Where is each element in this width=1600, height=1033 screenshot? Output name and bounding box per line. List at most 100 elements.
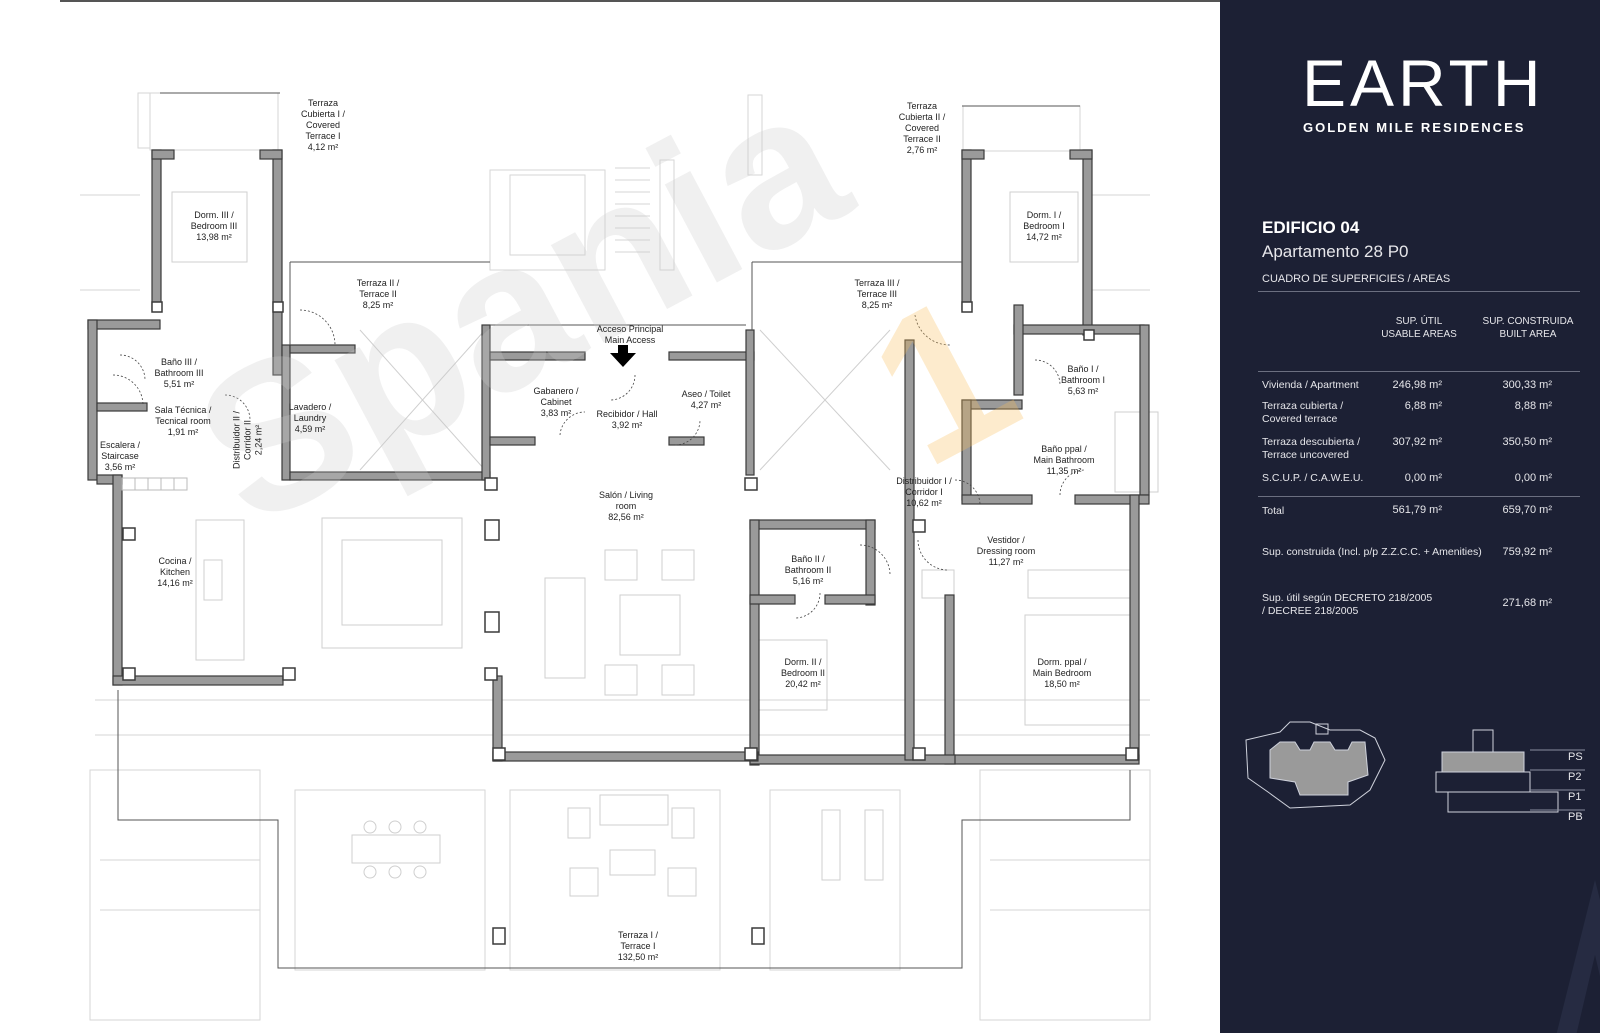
brand-logo: EARTH	[1302, 46, 1545, 120]
extra-area-value: 759,92 m²	[1502, 546, 1552, 558]
room-label-line: Terrace II	[903, 134, 941, 144]
room-label-line: 3,92 m²	[611, 420, 643, 430]
room-label-line: Dorm. I /	[1026, 210, 1062, 220]
structural-walls	[87, 149, 1150, 766]
room-label-line: Corridor II	[242, 420, 253, 461]
room-label-line: Baño ppal /	[1041, 444, 1087, 454]
floor-plan-drawing	[80, 92, 1159, 1021]
room-label-line: Staircase	[101, 451, 139, 461]
apartment-title: Apartamento 28 P0	[1262, 242, 1409, 261]
area-row-label: Vivienda / Apartment	[1262, 379, 1359, 392]
room-label-line: Sala Técnica /	[154, 405, 212, 415]
room-label-line: 10,62 m²	[906, 498, 942, 508]
area-row-label-line: Terraza descubierta /	[1262, 436, 1361, 448]
area-row-label-line: Terraza cubierta /	[1262, 400, 1344, 412]
room-label-line: 2,76 m²	[906, 145, 938, 155]
room-label-line: Escalera /	[99, 440, 141, 450]
divider	[1258, 496, 1580, 497]
room-label-line: 5,16 m²	[792, 576, 824, 586]
room-label-line: 11,27 m²	[988, 557, 1024, 567]
columns	[122, 301, 1139, 945]
extra-area-label-line: Sup. construida (Incl. p/p Z.Z.C.C. + Am…	[1262, 546, 1482, 558]
room-label-line: Aseo / Toilet	[681, 389, 731, 399]
room-label-line: Covered	[305, 120, 341, 130]
room-label-line: 4,59 m²	[294, 424, 326, 434]
room-label-line: Terraza II /	[356, 278, 400, 288]
room-label-line: 4,12 m²	[307, 142, 339, 152]
area-row-label: Terraza descubierta /Terrace uncovered	[1262, 436, 1360, 462]
room-label-line: Distribuidor II /	[231, 410, 242, 470]
room-label-line: Main Access	[604, 335, 656, 345]
room-label-line: Baño III /	[160, 357, 198, 367]
room-label-line: Dorm. III /	[194, 210, 234, 220]
main-access-arrow	[610, 345, 636, 367]
total-built: 659,70 m²	[1502, 504, 1552, 516]
extra-area-label-line: Sup. útil según DECRETO 218/2005	[1262, 592, 1433, 604]
room-label-line: Gabanero /	[533, 386, 579, 396]
area-row-label-line: Vivienda / Apartment	[1262, 379, 1359, 391]
area-row-usable: 6,88 m²	[1404, 400, 1442, 412]
brand-subtitle: GOLDEN MILE RESIDENCES	[1303, 120, 1526, 135]
room-label-line: 8,25 m²	[861, 300, 893, 310]
building-title: EDIFICIO 04	[1262, 218, 1360, 237]
divider	[1258, 291, 1580, 292]
room-label-line: Recibidor / Hall	[596, 409, 658, 419]
room-label-line: Bedroom III	[190, 221, 238, 231]
room-label-line: Lavadero /	[288, 402, 332, 412]
room-label-line: Terraza	[307, 98, 338, 108]
total-label: Total	[1262, 505, 1285, 517]
room-label-line: 4,27 m²	[690, 400, 722, 410]
terrace-furniture	[351, 794, 884, 897]
brand-corner-mark	[1556, 880, 1600, 1033]
room-label-line: Tecnical room	[155, 416, 211, 426]
extra-area-label: Sup. construida (Incl. p/p Z.Z.C.C. + Am…	[1262, 546, 1482, 559]
room-label-line: 20,42 m²	[785, 679, 821, 689]
room-label-line: Main Bedroom	[1032, 668, 1092, 678]
room-label-line: 14,72 m²	[1026, 232, 1062, 242]
room-label-line: Bathroom I	[1060, 375, 1106, 385]
room-label-line: Cubierta II /	[898, 112, 946, 122]
room-label-line: Distribuidor I /	[896, 476, 952, 486]
surrounding-context	[80, 92, 1151, 1021]
level-ps: PS	[1568, 751, 1583, 763]
areas-title: CUADRO DE SUPERFICIES / AREAS	[1262, 273, 1451, 285]
interior-furniture	[171, 191, 1159, 726]
room-label-line: Laundry	[293, 413, 327, 423]
room-label-line: Bathroom II	[784, 565, 832, 575]
room-label-line: Kitchen	[159, 567, 191, 577]
stairs	[121, 477, 188, 491]
area-row-built: 350,50 m²	[1502, 436, 1552, 448]
room-label-line: Corridor I	[905, 487, 943, 497]
extra-area-value: 271,68 m²	[1502, 597, 1552, 609]
room-label-line: Terrace II	[359, 289, 397, 299]
room-label-line: Baño I /	[1067, 364, 1099, 374]
room-label-line: Terraza I /	[617, 930, 658, 940]
room-label-line: Cocina /	[158, 556, 192, 566]
area-row-label-line: Terrace uncovered	[1262, 449, 1349, 461]
room-label-line: Main Bathroom	[1033, 455, 1095, 465]
room-label-line: 5,51 m²	[163, 379, 195, 389]
level-pb: PB	[1568, 811, 1583, 823]
room-label-line: Cabinet	[540, 397, 572, 407]
room-label-line: Salón / Living	[598, 490, 654, 500]
